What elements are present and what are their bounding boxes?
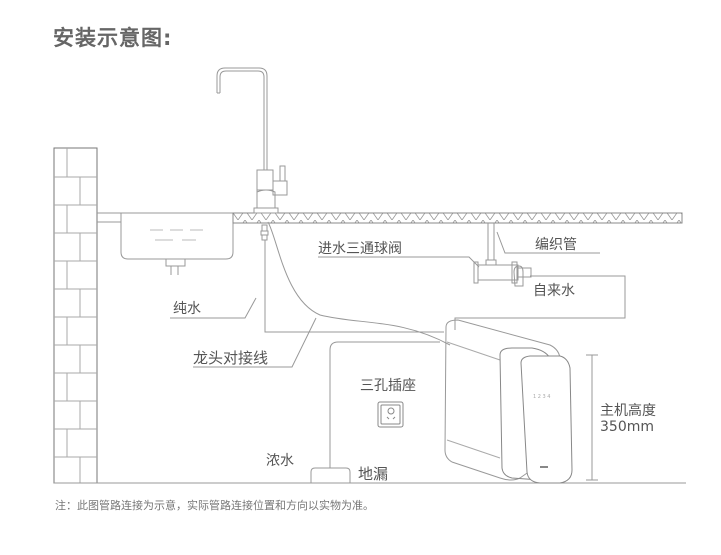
label-pure-water: 纯水 xyxy=(173,301,201,317)
label-braided-hose: 编织管 xyxy=(535,237,577,253)
floor-drain xyxy=(310,467,351,483)
label-socket: 三孔插座 xyxy=(360,378,416,394)
label-floor-drain: 地漏 xyxy=(358,465,389,483)
brick-wall xyxy=(53,147,98,484)
label-host-height: 主机高度 xyxy=(600,403,656,419)
label-faucet-connector: 龙头对接线 xyxy=(193,349,269,367)
sink xyxy=(97,212,234,275)
label-waste-water: 浓水 xyxy=(266,453,294,469)
height-dimension xyxy=(586,354,598,481)
label-host-height-value: 350mm xyxy=(600,419,654,435)
indicator-digits: 1 2 3 4 xyxy=(533,394,551,400)
tee-valve xyxy=(318,223,600,287)
purifier-unit: 1 2 3 4 xyxy=(444,319,573,484)
footnote: 注：此图管路连接为示意，实际管路连接位置和方向以实物为准。 xyxy=(55,499,374,512)
page-title: 安装示意图: xyxy=(53,26,173,50)
label-tap-water: 自来水 xyxy=(533,283,575,299)
label-inlet-tee-valve: 进水三通球阀 xyxy=(318,241,402,257)
label-leaders xyxy=(170,297,317,368)
socket-icon xyxy=(377,401,404,428)
faucet xyxy=(216,67,288,241)
countertop xyxy=(232,212,683,224)
pipes xyxy=(264,221,626,468)
